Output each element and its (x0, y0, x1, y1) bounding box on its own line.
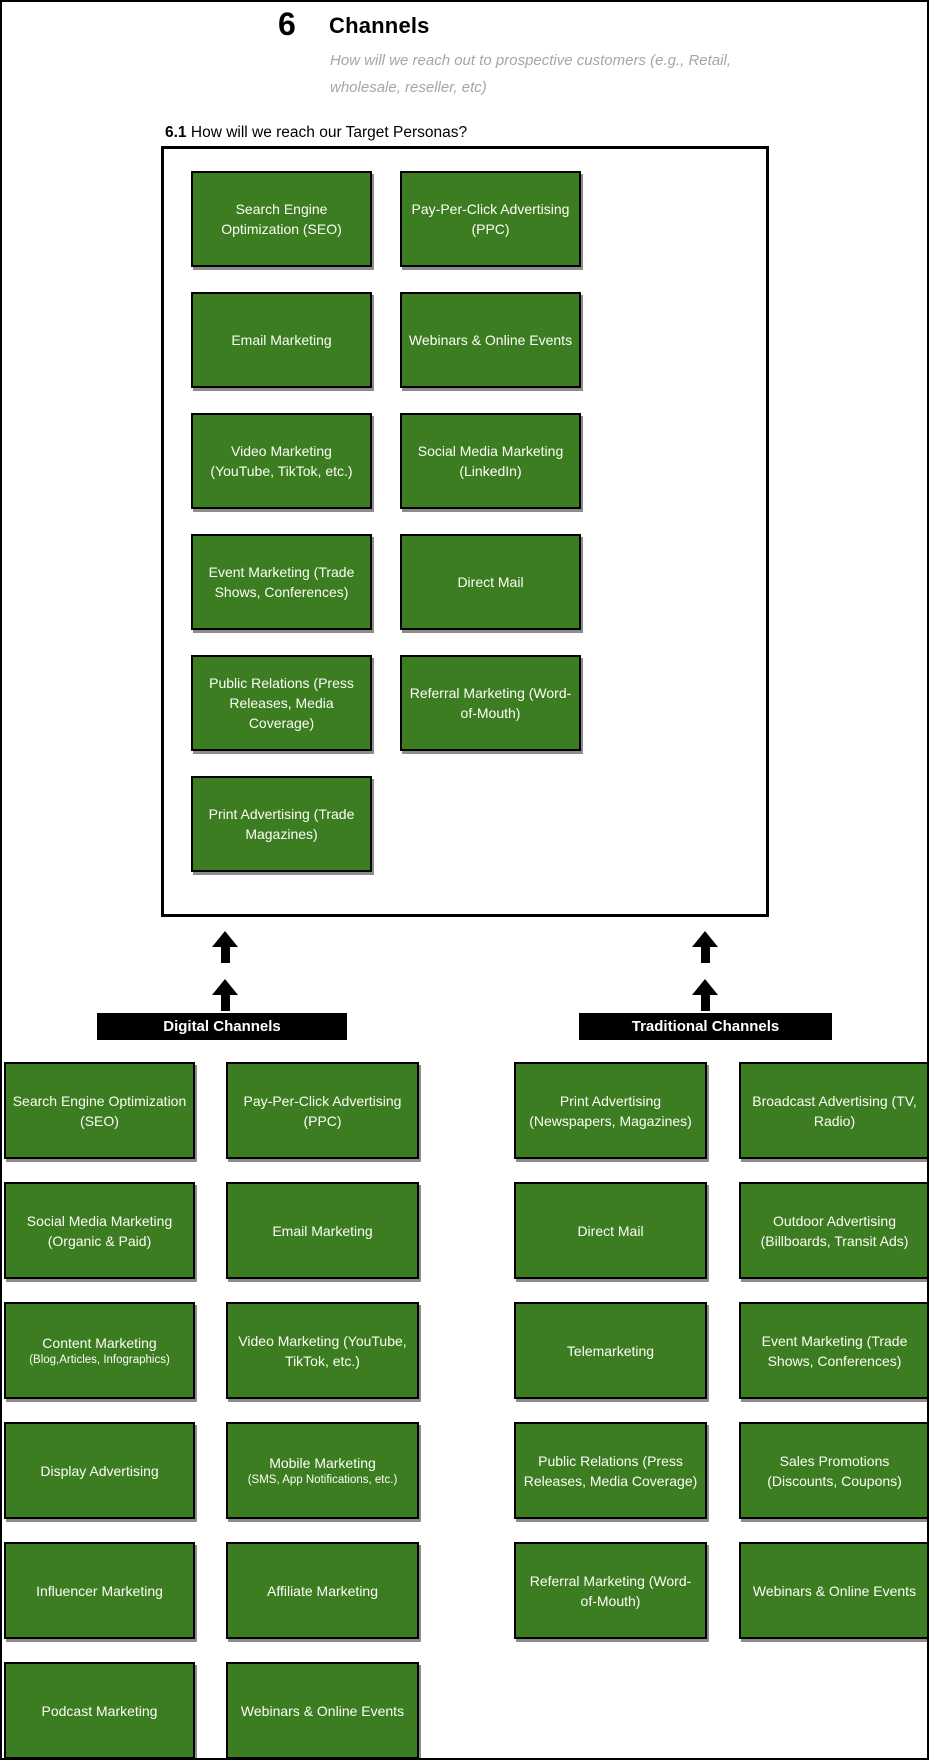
channel-label: Video Marketing (YouTube, TikTok, etc.) (238, 1332, 407, 1369)
channel-label: Referral Marketing (Word-of-Mouth) (409, 685, 572, 721)
channel-label: Content Marketing (42, 1335, 157, 1351)
channel-box: Mobile Marketing (SMS, App Notifications,… (226, 1422, 419, 1519)
channel-box: Referral Marketing (Word-of-Mouth) (400, 655, 581, 751)
channel-label: Influencer Marketing (36, 1582, 163, 1599)
target-personas-grid: Search Engine Optimization (SEO) Pay-Per… (191, 171, 581, 872)
up-arrow-icon (692, 931, 718, 963)
traditional-channels-bar: Traditional Channels (579, 1013, 832, 1040)
channel-label: Affiliate Marketing (266, 1582, 378, 1599)
digital-channels-column-1: Search Engine Optimization (SEO) Social … (4, 1062, 195, 1758)
channel-box: Print Advertising (Trade Magazines) (191, 776, 372, 872)
page-title: Channels (329, 13, 430, 38)
channel-box: Influencer Marketing (4, 1542, 195, 1639)
channel-box: Referral Marketing (Word-of-Mouth) (514, 1542, 707, 1639)
channel-label: Email Marketing (272, 1222, 373, 1239)
channel-box: Print Advertising (Newspapers, Magazines… (514, 1062, 707, 1159)
section-number: 6 (278, 6, 296, 42)
channel-box: Search Engine Optimization (SEO) (191, 171, 372, 267)
channel-box: Pay-Per-Click Advertising (PPC) (226, 1062, 419, 1159)
channel-label: Telemarketing (566, 1342, 655, 1359)
channel-label: Direct Mail (577, 1222, 644, 1239)
channel-box: Public Relations (Press Releases, Media … (514, 1422, 707, 1519)
channel-box: Broadcast Advertising (TV, Radio) (739, 1062, 927, 1159)
page-subtitle: How will we reach out to prospective cus… (330, 47, 760, 101)
digital-arrows (208, 931, 242, 1011)
channel-box: Social Media Marketing (Organic & Paid) (4, 1182, 195, 1279)
channel-box: Affiliate Marketing (226, 1542, 419, 1639)
channel-box: Webinars & Online Events (739, 1542, 927, 1639)
channel-label: Webinars & Online Events (752, 1582, 917, 1599)
channel-label: Display Advertising (40, 1462, 159, 1479)
channel-box: Sales Promotions (Discounts, Coupons) (739, 1422, 927, 1519)
up-arrow-icon (212, 979, 238, 1011)
question-text: How will we reach our Target Personas? (190, 124, 468, 141)
target-personas-container: Search Engine Optimization (SEO) Pay-Per… (161, 146, 769, 917)
traditional-channels-column-1: Print Advertising (Newspapers, Magazines… (514, 1062, 707, 1639)
channel-label: Search Engine Optimization (SEO) (221, 201, 342, 237)
digital-channels-bar: Digital Channels (97, 1013, 347, 1040)
channel-label: Pay-Per-Click Advertising (PPC) (243, 1092, 402, 1129)
channel-label: Print Advertising (Trade Magazines) (208, 806, 355, 842)
channel-label: Webinars & Online Events (408, 332, 573, 348)
channel-label: Public Relations (Press Releases, Media … (523, 1452, 698, 1489)
channel-sublabel: (Blog,Articles, Infographics) (29, 1354, 170, 1366)
channel-label: Search Engine Optimization (SEO) (12, 1092, 187, 1129)
traditional-channels-column-2: Broadcast Advertising (TV, Radio) Outdoo… (739, 1062, 927, 1639)
channel-label: Podcast Marketing (41, 1702, 158, 1719)
channel-label: Broadcast Advertising (TV, Radio) (752, 1092, 917, 1129)
channel-label: Social Media Marketing (LinkedIn) (417, 443, 564, 479)
channel-label: Social Media Marketing (Organic & Paid) (26, 1212, 173, 1249)
channel-box: Social Media Marketing (LinkedIn) (400, 413, 581, 509)
channel-box: Email Marketing (226, 1182, 419, 1279)
channel-label: Referral Marketing (Word-of-Mouth) (529, 1572, 692, 1609)
channel-label: Event Marketing (Trade Shows, Conference… (208, 564, 355, 600)
channel-label: Public Relations (Press Releases, Media … (209, 675, 354, 731)
channel-sublabel: (SMS, App Notifications, etc.) (247, 1474, 398, 1486)
channel-label: Email Marketing (231, 332, 332, 348)
channel-box: Event Marketing (Trade Shows, Conference… (191, 534, 372, 630)
channel-box: Email Marketing (191, 292, 372, 388)
up-arrow-icon (212, 931, 238, 963)
channel-box: Pay-Per-Click Advertising (PPC) (400, 171, 581, 267)
channel-box: Podcast Marketing (4, 1662, 195, 1758)
channel-label: Pay-Per-Click Advertising (PPC) (411, 201, 570, 237)
subtitle-line-1: How will we reach out to prospective cus… (330, 52, 731, 69)
channel-box: Content Marketing (Blog,Articles, Infogra… (4, 1302, 195, 1399)
question-number: 6.1 (165, 124, 187, 141)
channel-label: Sales Promotions (Discounts, Coupons) (767, 1452, 902, 1489)
channel-label: Mobile Marketing (269, 1455, 376, 1471)
channel-label: Print Advertising (Newspapers, Magazines… (529, 1092, 692, 1129)
channel-box: Video Marketing (YouTube, TikTok, etc.) (191, 413, 372, 509)
channel-box: Webinars & Online Events (226, 1662, 419, 1758)
channel-box: Display Advertising (4, 1422, 195, 1519)
channel-label: Video Marketing (YouTube, TikTok, etc.) (210, 443, 353, 479)
subtitle-line-2: wholesale, reseller, etc) (330, 79, 487, 96)
channel-box: Video Marketing (YouTube, TikTok, etc.) (226, 1302, 419, 1399)
channel-label: Outdoor Advertising (Billboards, Transit… (760, 1212, 909, 1249)
question-heading: 6.1 How will we reach our Target Persona… (165, 124, 467, 142)
channel-box: Telemarketing (514, 1302, 707, 1399)
channel-label: Webinars & Online Events (240, 1702, 405, 1719)
channel-label: Event Marketing (Trade Shows, Conference… (761, 1332, 908, 1369)
digital-channels-column-2: Pay-Per-Click Advertising (PPC) Email Ma… (226, 1062, 419, 1758)
channel-box: Direct Mail (514, 1182, 707, 1279)
channel-box: Search Engine Optimization (SEO) (4, 1062, 195, 1159)
channel-box: Public Relations (Press Releases, Media … (191, 655, 372, 751)
traditional-arrows (688, 931, 722, 1011)
channel-box: Event Marketing (Trade Shows, Conference… (739, 1302, 927, 1399)
channel-label: Direct Mail (457, 574, 524, 590)
up-arrow-icon (692, 979, 718, 1011)
channel-box: Webinars & Online Events (400, 292, 581, 388)
channel-box: Direct Mail (400, 534, 581, 630)
channel-box: Outdoor Advertising (Billboards, Transit… (739, 1182, 927, 1279)
